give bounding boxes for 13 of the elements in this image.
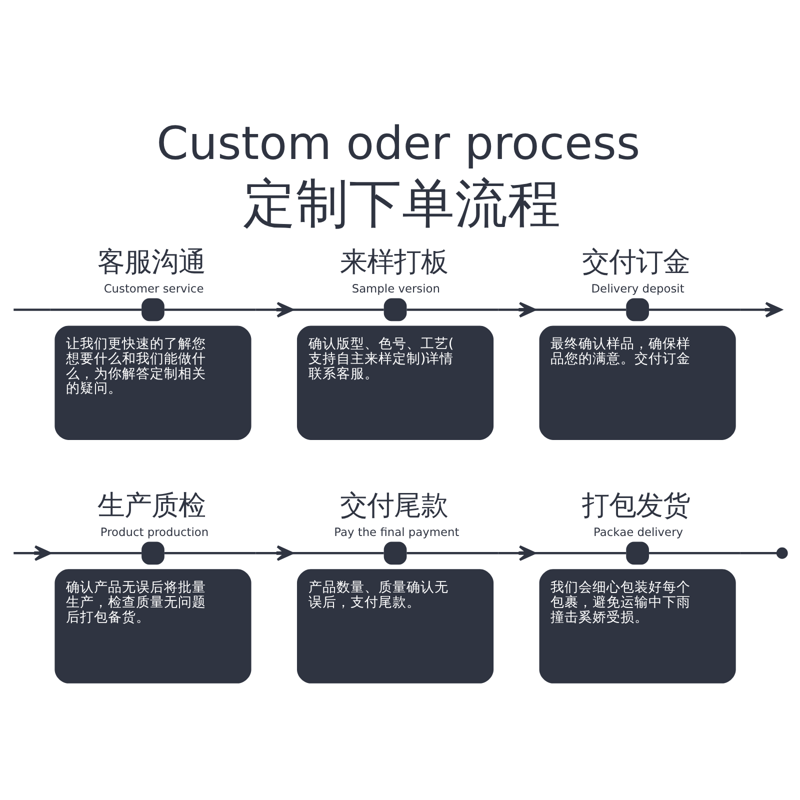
diagram-title: Custom oder process 定制下单流程 bbox=[156, 116, 640, 234]
node-label: Sample version bbox=[352, 282, 440, 296]
node-label: Delivery deposit bbox=[591, 282, 684, 296]
node-label: 来样打板 bbox=[340, 247, 448, 278]
node-label: 客服沟通 bbox=[98, 247, 206, 278]
node-label: Packae delivery bbox=[594, 525, 684, 539]
node-label: 打包发货 bbox=[582, 490, 690, 522]
node-label: 生产质检 bbox=[98, 490, 206, 522]
node-label: Product production bbox=[100, 525, 209, 539]
node-label: 交付尾款 bbox=[340, 490, 448, 522]
node-label: Pay the final payment bbox=[334, 525, 460, 539]
node-label: 交付订金 bbox=[582, 247, 690, 278]
node-label: Customer service bbox=[104, 282, 204, 296]
